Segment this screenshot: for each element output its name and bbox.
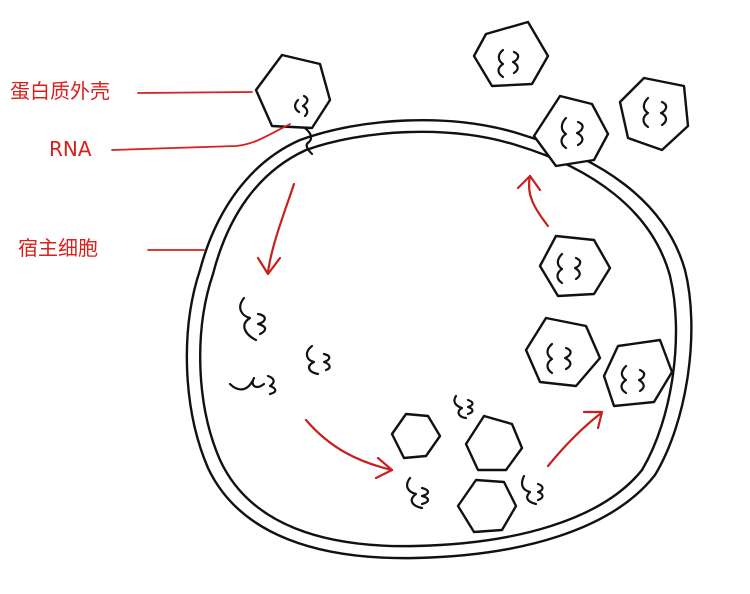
arrow-entry [256, 182, 296, 276]
rna-label: RNA [49, 137, 92, 161]
rna-strand [228, 374, 277, 396]
capsid-shell [524, 316, 602, 388]
empty-capsid [464, 414, 524, 472]
host-cell-label: 宿主细胞 [18, 236, 98, 260]
rna-strand [520, 474, 544, 506]
capsid-shell [472, 20, 550, 88]
rna-strand [406, 476, 430, 510]
empty-capsid [456, 478, 518, 534]
rna-strand [239, 296, 267, 342]
arrow-release [516, 174, 550, 228]
rna-leader-line [111, 123, 291, 151]
capsid-shell [618, 76, 690, 152]
released-virus [472, 20, 550, 88]
host-cell-outer-membrane [185, 118, 693, 560]
rna-strand [305, 344, 331, 376]
capsid-leader-line [137, 91, 253, 94]
capsid-shell [602, 338, 674, 408]
released-virus [618, 76, 690, 152]
capsid-label: 蛋白质外壳 [10, 79, 110, 103]
released-virus [532, 94, 610, 168]
arrow-to-assembly [304, 418, 394, 480]
host-cell-inner-membrane [199, 130, 678, 548]
arrow-to-maturation [546, 410, 604, 468]
rna-strand [453, 394, 474, 420]
rna-strand [546, 342, 572, 375]
rna-strand [294, 94, 314, 156]
rna-strand [497, 48, 520, 79]
capsid-shell [538, 234, 612, 298]
rna-strand [560, 116, 584, 150]
assembly-rna-group [406, 394, 544, 510]
rna-strand [642, 96, 668, 129]
assembled-virus [602, 338, 674, 408]
capsid-shell [532, 94, 610, 168]
rna-strand [556, 252, 582, 285]
rna-strand [620, 364, 646, 395]
attaching-virus [254, 53, 332, 156]
empty-capsid [390, 412, 442, 460]
assembled-virus [524, 316, 602, 388]
free-rna-group [228, 296, 331, 396]
exiting-virus [538, 234, 612, 298]
capsid-shell [254, 53, 332, 130]
